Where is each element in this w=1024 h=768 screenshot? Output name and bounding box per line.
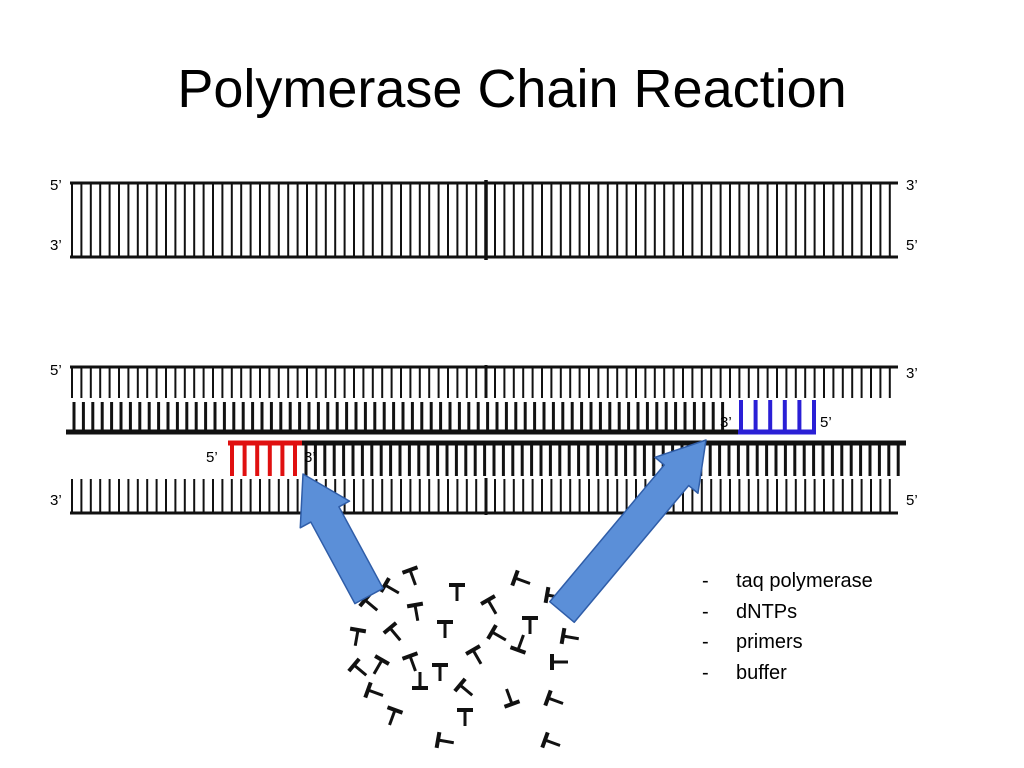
primers (228, 400, 816, 476)
nucleotide-stem (353, 663, 368, 677)
nucleotide (465, 644, 483, 665)
nucleotide-stem (437, 738, 455, 745)
nucleotide-stem (413, 604, 420, 622)
nucleotide (363, 681, 384, 699)
nucleotide (543, 689, 564, 707)
arrow-to-reverse-primer (548, 439, 707, 624)
red-primer-3prime: 3’ (304, 449, 316, 466)
reagent-item: -buffer (702, 661, 787, 684)
nucleotide (349, 626, 367, 647)
reagent-item: -taq polymerase (702, 570, 873, 592)
top-strand-left-3prime: 3’ (50, 237, 62, 254)
reagent-item: -dNTPs (702, 600, 798, 623)
nucleotide (347, 657, 368, 677)
arrow-to-forward-primer (299, 473, 384, 605)
nucleotide (434, 731, 455, 749)
nucleotide (453, 677, 474, 697)
reagent-item: -primers (702, 631, 803, 653)
nucleotide-stem (514, 576, 531, 585)
nucleotide-stem (388, 627, 402, 642)
nucleotide-stem (491, 630, 507, 642)
top-strand-right-5prime: 5’ (906, 237, 918, 254)
nucleotide-stem (408, 655, 417, 672)
nucleotide-stem (544, 738, 561, 747)
nucleotide-stem (516, 634, 525, 651)
reagent-label: primers (736, 631, 803, 653)
free-nucleotides (347, 565, 580, 749)
nucleotide (401, 565, 419, 586)
nucleotide-cap (434, 731, 442, 749)
dna-strands (66, 180, 906, 515)
top-strand-right-3prime: 3’ (906, 177, 918, 194)
blue-primer-5prime: 5’ (820, 414, 832, 431)
nucleotide-stem (364, 598, 379, 612)
nucleotide (509, 634, 527, 655)
blue-primer-3prime: 3’ (720, 414, 732, 431)
nucleotide-stem (459, 683, 474, 697)
lower-strand-right-3prime: 3’ (906, 365, 918, 382)
reagent-label: dNTPs (736, 600, 798, 623)
nucleotide (486, 624, 507, 642)
nucleotide-stem (388, 709, 397, 726)
nucleotide (386, 705, 404, 726)
nucleotide (559, 627, 580, 645)
nucleotide (437, 620, 453, 638)
nucleotide-stem (384, 583, 400, 595)
nucleotide (379, 577, 400, 595)
nucleotide-stem (367, 688, 384, 697)
nucleotide-stem (408, 569, 417, 586)
nucleotide-stem (562, 634, 580, 641)
nucleotide (540, 731, 561, 749)
nucleotide (401, 651, 419, 672)
nucleotide (510, 569, 531, 587)
lower-strand-left-3prime: 3’ (50, 492, 62, 509)
arrows (299, 439, 707, 624)
nucleotide (457, 708, 473, 726)
nucleotide (480, 594, 498, 615)
nucleotide (550, 654, 568, 670)
nucleotide (449, 583, 465, 601)
nucleotide (503, 688, 521, 709)
nucleotide-stem (372, 659, 384, 675)
lower-strand-left-5prime: 5’ (50, 362, 62, 379)
nucleotide (522, 616, 538, 634)
nucleotide-stem (547, 696, 564, 705)
reagent-label: buffer (736, 661, 787, 684)
nucleotide-stem (486, 599, 498, 615)
nucleotide-cap (406, 601, 424, 609)
nucleotide (372, 654, 390, 675)
lower-strand-right-5prime: 5’ (906, 492, 918, 509)
nucleotide (412, 672, 428, 690)
nucleotide-stem (471, 649, 483, 665)
reagent-label: taq polymerase (736, 570, 873, 592)
red-primer-5prime: 5’ (206, 449, 218, 466)
nucleotide (432, 663, 448, 681)
nucleotide-stem (505, 688, 514, 705)
top-strand-left-5prime: 5’ (50, 177, 62, 194)
nucleotide (382, 621, 402, 642)
slide-title: Polymerase Chain Reaction (177, 59, 847, 119)
nucleotide (406, 601, 424, 622)
nucleotide-stem (353, 629, 360, 647)
reagent-list: -taq polymerase -dNTPs -primers -buffer (702, 566, 873, 688)
